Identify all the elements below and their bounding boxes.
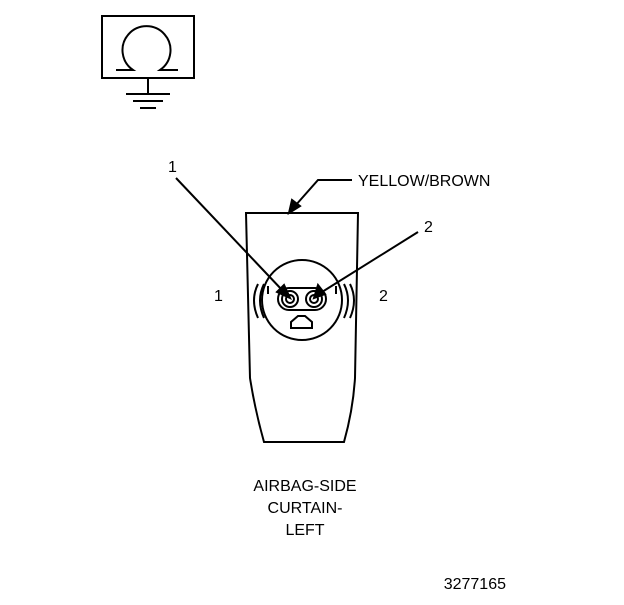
component-name-line-2: CURTAIN- [268, 500, 343, 517]
side-label-2: 2 [379, 288, 388, 305]
component-name-line-3: LEFT [285, 522, 324, 539]
terminal-cavity-1 [281, 290, 299, 308]
pin-2-leader [312, 231, 419, 300]
side-label-1: 1 [214, 288, 223, 305]
pin-callout-1: 1 [168, 159, 177, 176]
component-name-line-1: AIRBAG-SIDE [253, 478, 356, 495]
connector-keyway [290, 315, 313, 329]
connector-face [261, 259, 343, 341]
pin-1-leader [175, 177, 293, 301]
figure-number: 3277165 [444, 576, 506, 593]
pin-callout-2: 2 [424, 219, 433, 236]
ohmmeter-ground-icon [101, 15, 195, 109]
latch-marks [267, 286, 337, 294]
wire-color-leader [287, 179, 352, 216]
left-latch [253, 283, 265, 319]
wire-color-label: YELLOW/BROWN [358, 173, 490, 190]
right-latch [343, 283, 355, 319]
